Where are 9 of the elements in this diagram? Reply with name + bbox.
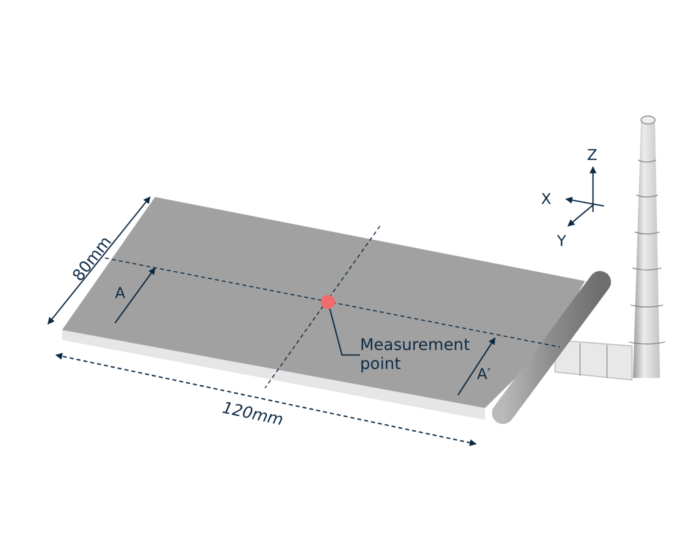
axis-label: Y [557, 233, 566, 250]
axis-label: X [541, 191, 552, 208]
leader-line [329, 308, 360, 356]
callout-label: Measurement point [360, 335, 480, 373]
dimension-label: 120mm [220, 398, 285, 428]
section-label: A′ [477, 366, 491, 383]
section-label: A [115, 285, 126, 302]
measurement-point-marker [321, 295, 335, 309]
axis-label: Z [587, 147, 598, 164]
